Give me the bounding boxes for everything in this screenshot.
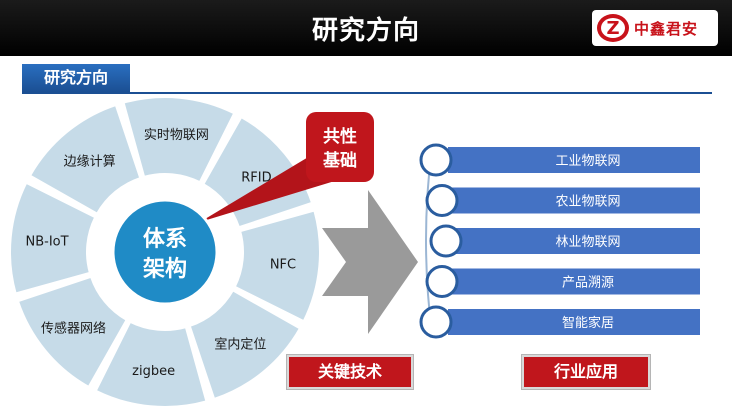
- industry-ring-icon: [425, 184, 459, 217]
- industry-ring-icon: [419, 143, 453, 177]
- ring-segment-label: NFC: [270, 257, 296, 272]
- callout-pointer: [200, 150, 338, 222]
- callout-line2: 基础: [322, 150, 357, 171]
- center-label-line1: 体系: [143, 227, 187, 252]
- ring-segment: [188, 289, 302, 401]
- ring-segment-label: NB-IoT: [26, 235, 69, 250]
- industry-label: 林业物联网: [555, 235, 620, 250]
- industry-ring-icon: [425, 265, 459, 298]
- callout-line1: 共性: [323, 126, 357, 147]
- industry-bar: [448, 309, 700, 335]
- center-circle: [111, 198, 219, 306]
- ring-segment: [94, 320, 208, 408]
- industry-bar: [448, 228, 700, 254]
- industry-bar: [448, 147, 700, 173]
- industry-app-badge: 行业应用: [522, 355, 650, 389]
- section-tab: 研究方向: [22, 64, 130, 92]
- logo-z-icon: Z: [597, 14, 629, 42]
- ring-segment-label: 室内定位: [214, 336, 266, 352]
- industry-bar: [448, 268, 700, 295]
- ring-segment-label: 传感器网络: [41, 320, 106, 336]
- ring-segment: [202, 115, 314, 229]
- industry-label: 智能家居: [562, 315, 614, 331]
- ring-segment: [9, 181, 97, 295]
- industry-ring-icon: [429, 224, 463, 258]
- logo-text: 中鑫君安: [634, 20, 699, 38]
- company-logo: Z 中鑫君安: [592, 10, 718, 46]
- ring-segment-label: 边缘计算: [64, 155, 116, 170]
- ring-segment: [28, 103, 142, 215]
- ring-segment-label: zigbee: [132, 364, 175, 379]
- flow-arrow: [322, 190, 418, 334]
- industry-label: 工业物联网: [555, 154, 620, 169]
- ring-segment-label: 实时物联网: [144, 128, 209, 143]
- industry-ring-icon: [419, 305, 453, 339]
- tech-ring: RFID NFC 室内定位 zigbee 传感器网络 NB-IoT 边缘计算 实时物联网: [9, 96, 321, 408]
- callout-box: [306, 112, 374, 182]
- ring-segment: [233, 209, 321, 323]
- logo-letter: Z: [606, 18, 619, 39]
- ring-segment-label: RFID: [241, 171, 271, 186]
- section-divider: [22, 92, 712, 94]
- center-label-line2: 架构: [143, 256, 187, 282]
- key-tech-badge: 关键技术: [287, 355, 413, 389]
- ring-segment: [122, 96, 236, 184]
- page-title: 研究方向: [311, 16, 420, 46]
- industry-bar: [448, 187, 700, 214]
- industry-label: 产品溯源: [562, 275, 614, 291]
- industry-label: 农业物联网: [555, 195, 620, 210]
- ring-segment: [16, 275, 128, 389]
